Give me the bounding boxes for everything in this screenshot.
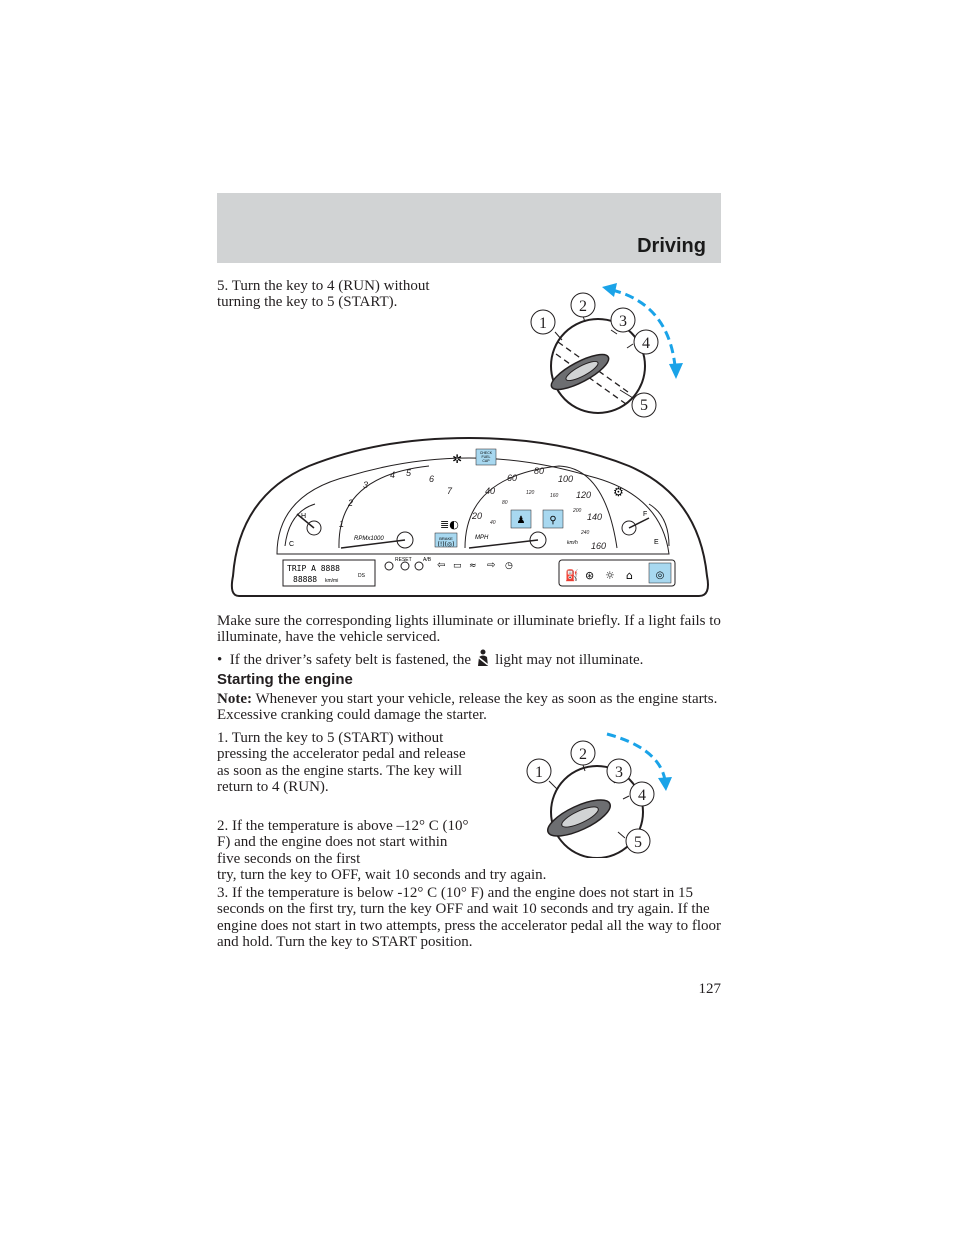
temp-hot-label: H: [301, 513, 306, 520]
step-1-text: 1. Turn the key to 5 (START) without pre…: [217, 730, 466, 796]
reset-button[interactable]: [384, 561, 394, 571]
tach-tick-3: 3: [363, 480, 368, 490]
turn-right-icon: ⇨: [487, 560, 495, 571]
odometer-unit: km/mi: [325, 578, 338, 584]
fuel-empty-label: E: [654, 539, 659, 546]
mph-tick-160: 160: [591, 541, 606, 551]
mph-tick-80: 80: [534, 466, 544, 476]
page-number: 127: [698, 981, 722, 997]
tach-unit: RPMx1000: [354, 536, 384, 542]
odometer-display: [282, 559, 376, 587]
step-5-text: 5. Turn the key to 4 (RUN) without turni…: [217, 278, 430, 311]
position-5-label: 5: [640, 397, 648, 414]
low-fuel-icon: ⛽: [565, 569, 579, 582]
ignition-diagram-start: 1 2 3 4 5: [526, 732, 672, 858]
tach-tick-2: 2: [347, 498, 353, 508]
lights-paragraph: Make sure the corresponding lights illum…: [217, 613, 721, 646]
tach-tick-6: 6: [429, 474, 434, 484]
rotation-arrow: [606, 732, 667, 781]
instrument-cluster: H C 1 2 3 4 5 6 7 RPMx1000 ≣◐ BRAKE (!)(…: [230, 436, 709, 597]
headlamp-icon: ≣◐: [440, 518, 459, 531]
tach-tick-4: 4: [390, 470, 395, 480]
temp-cold-label: C: [289, 541, 294, 548]
oil-icon: ≈: [469, 561, 477, 571]
svg-text:◎: ◎: [656, 570, 665, 581]
high-beam-icon: ☼: [605, 569, 615, 582]
page-title: Driving: [637, 235, 706, 257]
kmh-tick-40: 40: [490, 520, 496, 526]
note-label: Note:: [217, 691, 252, 707]
abs-warning-icon: [648, 562, 672, 584]
position-4-label: 4: [642, 335, 650, 352]
svg-text:(!)(◎): (!)(◎): [437, 541, 454, 548]
tach-tick-7: 7: [447, 486, 453, 496]
mph-tick-40: 40: [485, 486, 495, 496]
airbag-warning-icon: [542, 509, 564, 529]
position-2-label: 2: [579, 746, 587, 763]
position-2-label: 2: [579, 298, 587, 315]
mph-tick-20: 20: [471, 511, 482, 521]
section-heading: Starting the engine: [217, 671, 353, 688]
reset-label: RESET: [395, 557, 412, 563]
brake-warning-icon: [434, 532, 458, 548]
svg-text:BRAKE: BRAKE: [439, 536, 453, 541]
svg-text:♟: ♟: [517, 515, 526, 526]
battery-icon: ▭: [453, 561, 462, 571]
position-3-label: 3: [619, 313, 627, 330]
odometer-total: 88888: [293, 575, 317, 584]
ab-button[interactable]: [414, 561, 424, 571]
note-paragraph: Note: Whenever you start your vehicle, r…: [217, 691, 718, 724]
header-band: Driving: [217, 193, 721, 263]
odometer-trip: TRIP A 8888: [287, 564, 340, 573]
check-fuel-cap-icon: [475, 448, 497, 466]
svg-text:CAP: CAP: [482, 459, 490, 463]
kmh-tick-160: 160: [550, 493, 559, 499]
seatbelt-warning-icon: [510, 509, 532, 529]
seatbelt-icon: [477, 649, 489, 666]
cruise-icon: ◷: [505, 561, 513, 571]
kmh-unit: km/h: [567, 540, 578, 546]
svg-text:FUEL: FUEL: [482, 455, 491, 459]
kmh-tick-80: 80: [502, 500, 508, 506]
check-engine-icon: ⚙: [613, 485, 624, 499]
tach-tick-1: 1: [339, 519, 344, 529]
overdrive-icon: ⊛: [585, 569, 594, 582]
step-3-text: 3. If the temperature is below -12° C (1…: [217, 885, 722, 951]
mph-tick-100: 100: [558, 474, 573, 484]
ab-label: A/B: [423, 557, 432, 563]
door-ajar-icon: ⌂: [626, 569, 633, 582]
step-2-text: 2. If the temperature is above –12° C (1…: [217, 818, 469, 867]
ignition-diagram-run: 1 2 3 4 5: [530, 283, 683, 418]
mph-tick-140: 140: [587, 512, 602, 522]
position-4-label: 4: [638, 787, 646, 804]
svg-text:CHECK: CHECK: [480, 451, 493, 455]
ds-label: DS: [358, 573, 366, 579]
fuel-full-label: F: [643, 511, 647, 518]
turn-left-icon: ⇦: [437, 560, 445, 571]
tach-tick-5: 5: [406, 468, 412, 478]
position-5-label: 5: [634, 834, 642, 851]
mph-tick-60: 60: [507, 473, 517, 483]
position-1-label: 1: [535, 764, 543, 781]
kmh-tick-240: 240: [580, 530, 590, 536]
traction-control-icon: ✲: [452, 452, 462, 466]
indicator-panel: [558, 559, 676, 587]
kmh-tick-120: 120: [526, 490, 535, 496]
position-3-label: 3: [615, 764, 623, 781]
position-1-label: 1: [539, 315, 547, 332]
kmh-tick-200: 200: [572, 508, 582, 514]
mph-tick-120: 120: [576, 490, 591, 500]
step-2-continued: try, turn the key to OFF, wait 10 second…: [217, 867, 547, 883]
safety-belt-bullet: • If the driver’s safety belt is fastene…: [217, 649, 721, 668]
mph-unit: MPH: [475, 535, 489, 541]
svg-text:⚲: ⚲: [549, 515, 556, 526]
